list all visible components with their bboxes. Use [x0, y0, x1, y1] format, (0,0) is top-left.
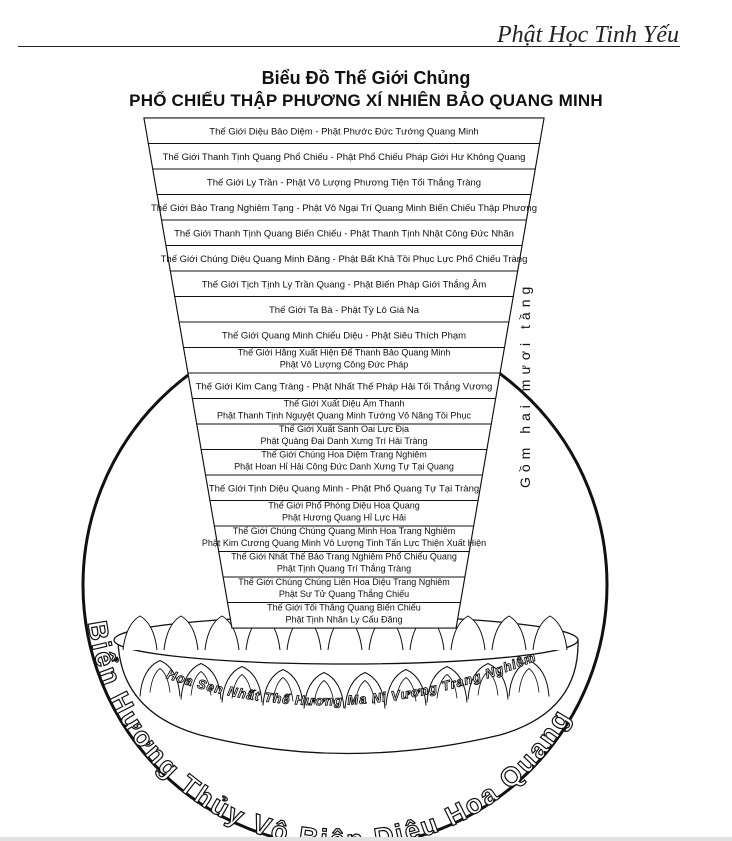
- tier-world-label: Thế Giới Xuất Diệu Âm Thanh: [284, 398, 405, 408]
- tier-row: Thế Giới Thanh Tịnh Quang Phổ Chiếu - Ph…: [147, 143, 541, 170]
- tier-row: Thế Giới Hằng Xuất Hiện Đế Thanh Bảo Qua…: [183, 347, 505, 374]
- tier-world-label: Thế Giới Thanh Tịnh Quang Phổ Chiếu - Ph…: [163, 152, 526, 163]
- lotus-flower: [113, 615, 579, 755]
- page-bottom-strip: [0, 837, 732, 841]
- tier-row: Thế Giới Quang Minh Chiếu Diệu - Phật Si…: [178, 321, 510, 348]
- lotus-petal-inner: [354, 679, 376, 705]
- tier-world-label: Thế Giới Bảo Trang Nghiêm Tạng - Phật Vô…: [151, 203, 537, 214]
- tier-row: Thế Giới Bảo Trang Nghiêm Tạng - Phật Vô…: [151, 194, 537, 221]
- tier-buddha-label: Phật Hương Quang Hỉ Lực Hải: [282, 512, 406, 522]
- tier-row: Thế Giới Thanh Tịnh Quang Biến Chiếu - P…: [161, 219, 527, 246]
- lotus-petal-back: [163, 615, 199, 651]
- tier-row: Thế Giới Chúng Diệu Quang Minh Đăng - Ph…: [161, 245, 528, 272]
- tier-world-label: Thế Giới Kim Cang Tràng - Phật Nhất Thế …: [196, 381, 493, 392]
- tier-row: Thế Giới Chúng Chúng Liên Hoa Diệu Trang…: [222, 576, 466, 603]
- lotus-petal-inner: [477, 670, 499, 696]
- lotus-petal-inner: [231, 673, 253, 699]
- lotus-petal-front: [180, 662, 222, 700]
- tier-world-label: Thế Giới Xuất Sanh Oai Lực Địa: [279, 424, 409, 434]
- lotus-petal-back: [450, 615, 486, 651]
- lotus-petal-front: [303, 671, 345, 709]
- tier-row: Thế Giới Nhất Thế Bảo Trang Nghiêm Phổ C…: [218, 551, 470, 578]
- lotus-petal-back: [204, 615, 240, 651]
- tier-band: [227, 602, 461, 629]
- tier-stack: Thế Giới Diệu Bảo Diệm - Phật Phước Đức …: [143, 117, 545, 629]
- tier-row: Thế Giới Tối Thắng Quang Biến ChiếuPhật …: [227, 602, 461, 629]
- lotus-petal-front: [385, 668, 427, 706]
- tier-row: Thế Giới Ta Bà - Phật Tỳ Lô Giá Na: [174, 296, 514, 323]
- tier-row: Thế Giới Kim Cang Tràng - Phật Nhất Thế …: [187, 372, 501, 399]
- tier-world-label: Thế Giới Chúng Chúng Liên Hoa Diệu Trang…: [238, 577, 450, 587]
- tier-world-label: Thế Giới Ly Trần - Phật Vô Lượng Phương …: [207, 177, 481, 188]
- tier-world-label: Thế Giới Nhất Thế Bảo Trang Nghiêm Phổ C…: [231, 551, 457, 561]
- tier-buddha-label: Phật Tịnh Nhãn Ly Cấu Đăng: [285, 614, 402, 624]
- tier-buddha-label: Phật Tịnh Quang Trí Thắng Tràng: [277, 563, 411, 573]
- header-title: Phật Học Tinh Yếu: [496, 22, 679, 48]
- lotus-petal-inner: [313, 679, 335, 705]
- lotus-petal-front: [508, 659, 550, 697]
- lotus-petal-inner: [395, 676, 417, 702]
- tier-buddha-label: Phật Kim Cương Quang Minh Vô Lượng Tinh …: [202, 538, 486, 548]
- lotus-petal-front: [426, 665, 468, 703]
- tier-world-label: Thế Giới Chúng Hoa Diệm Trang Nghiêm: [261, 449, 426, 459]
- lotus-petal-front: [139, 659, 181, 697]
- tier-buddha-label: Phật Vô Lượng Công Đức Pháp: [280, 359, 409, 369]
- diagram-subtitle: PHỔ CHIẾU THẬP PHƯƠNG XÍ NHIÊN BẢO QUANG…: [129, 91, 603, 110]
- lotus-petal-front: [262, 668, 304, 706]
- tier-row: Thế Giới Diệu Bảo Diệm - Phật Phước Đức …: [143, 117, 545, 144]
- lotus-petal-inner: [436, 673, 458, 699]
- tier-row: Thế Giới Chúng Chúng Quang Minh Hoa Tran…: [202, 525, 486, 552]
- lotus-petal-inner: [190, 670, 212, 696]
- lotus-petal-back: [122, 615, 158, 651]
- tier-world-label: Thế Giới Tịnh Diệu Quang Minh - Phật Phổ…: [209, 483, 479, 494]
- tier-row: Thế Giới Tịch Tịnh Ly Trần Quang - Phật …: [169, 270, 519, 297]
- diagram-title: Biểu Đồ Thế Giới Chủng: [261, 68, 471, 88]
- tier-world-label: Thế Giới Tối Thắng Quang Biến Chiếu: [267, 602, 421, 612]
- lotus-petal-back: [532, 615, 568, 651]
- tier-buddha-label: Phật Sư Tử Quang Thắng Chiếu: [279, 589, 409, 599]
- header-rule: [18, 46, 680, 47]
- lotus-petal-back: [491, 615, 527, 651]
- tier-world-label: Thế Giới Quang Minh Chiếu Diệu - Phật Si…: [222, 330, 466, 341]
- tier-world-label: Thế Giới Diệu Bảo Diệm - Phật Phước Đức …: [209, 126, 478, 137]
- tier-row: Thế Giới Tịnh Diệu Quang Minh - Phật Phổ…: [205, 474, 483, 501]
- tier-world-label: Thế Giới Ta Bà - Phật Tỳ Lô Giá Na: [269, 305, 420, 316]
- lotus-petal-inner: [272, 676, 294, 702]
- tier-world-label: Thế Giới Chúng Chúng Quang Minh Hoa Tran…: [233, 526, 456, 536]
- lotus-petal-front: [467, 662, 509, 700]
- tier-buddha-label: Phật Hoan Hỉ Hải Công Đức Danh Xưng Tự T…: [234, 461, 454, 471]
- tier-buddha-label: Phật Quảng Đại Danh Xưng Trí Hải Tràng: [260, 436, 427, 446]
- tier-buddha-label: Phật Thanh Tịnh Nguyệt Quang Minh Tướng …: [217, 410, 471, 420]
- tier-row: Thế Giới Ly Trần - Phật Vô Lượng Phương …: [152, 168, 536, 195]
- tier-world-label: Thế Giới Thanh Tịnh Quang Biến Chiếu - P…: [174, 228, 514, 239]
- tier-row: Thế Giới Chúng Hoa Diệm Trang NghiêmPhật…: [200, 449, 488, 476]
- tier-world-label: Thế Giới Phổ Phóng Diệu Hoa Quang: [268, 500, 420, 510]
- tier-world-label: Thế Giới Tịch Tịnh Ly Trần Quang - Phật …: [202, 279, 487, 290]
- side-label: Gồm hai mươi tầng: [517, 282, 533, 488]
- lotus-petal-inner: [518, 667, 540, 693]
- lotus-petal-inner: [149, 667, 171, 693]
- lotus-petal-front: [344, 671, 386, 709]
- lotus-petal-front: [221, 665, 263, 703]
- tier-world-label: Thế Giới Chúng Diệu Quang Minh Đăng - Ph…: [161, 254, 528, 265]
- tier-world-label: Thế Giới Hằng Xuất Hiện Đế Thanh Bảo Qua…: [238, 347, 451, 357]
